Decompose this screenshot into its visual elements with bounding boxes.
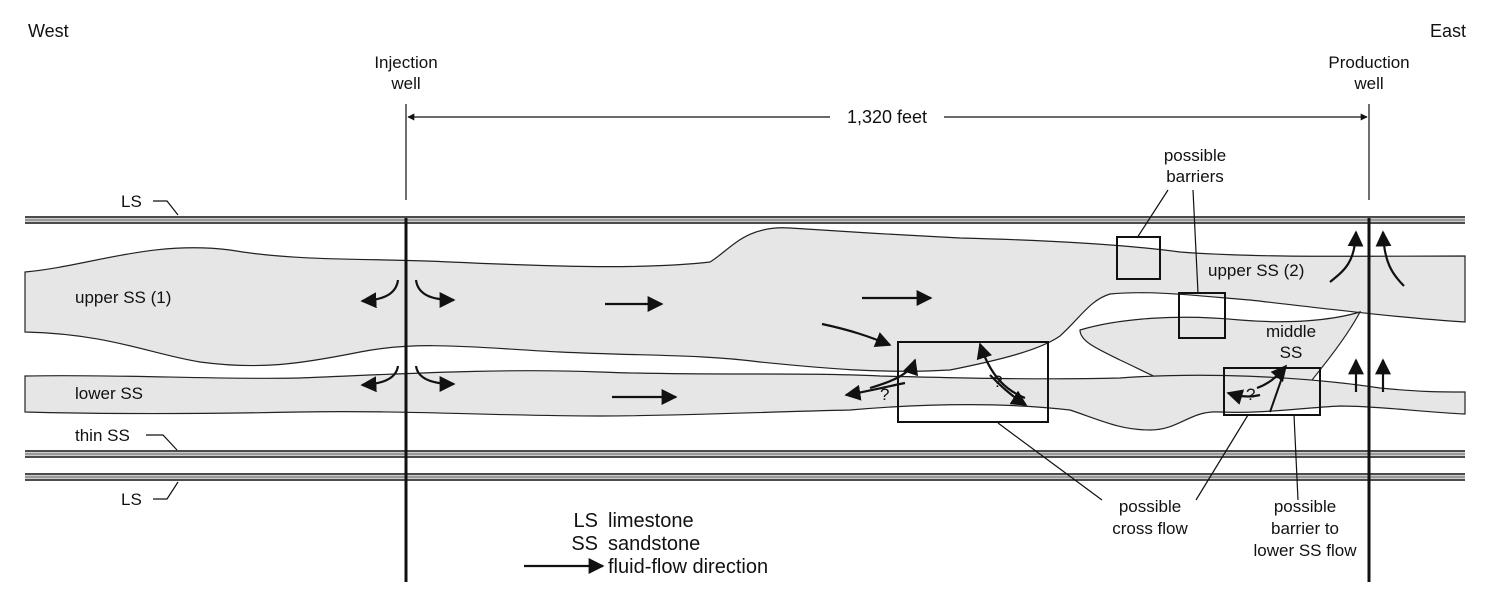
legend: LS limestone SS sandstone fluid-flow dir… bbox=[524, 510, 768, 578]
thin-ss-band bbox=[25, 450, 1465, 458]
cross-flow-label-line2: cross flow bbox=[1112, 519, 1188, 538]
barrier-box-2 bbox=[1178, 292, 1226, 339]
distance-label: 1,320 feet bbox=[847, 107, 927, 127]
barrier-lower-label-line1: possible bbox=[1274, 497, 1336, 516]
ls-bottom-label: LS bbox=[121, 490, 142, 509]
upper-ss-1-label: upper SS (1) bbox=[75, 288, 171, 307]
cross-flow-question-1: ? bbox=[880, 385, 889, 404]
middle-ss-label-line1: middle bbox=[1266, 322, 1316, 341]
ls-bottom-leader bbox=[153, 481, 179, 500]
east-label: East bbox=[1430, 21, 1466, 41]
legend-desc-ss: sandstone bbox=[608, 533, 700, 555]
upper-ss-1-body bbox=[24, 227, 1466, 372]
injection-well-label-line2: well bbox=[390, 74, 420, 93]
lower-ss-label: lower SS bbox=[75, 384, 143, 403]
ls-bottom-band bbox=[25, 473, 1465, 481]
cross-flow-question-2: ? bbox=[993, 372, 1002, 391]
lower-ss-body bbox=[24, 370, 1466, 431]
ls-top-label: LS bbox=[121, 192, 142, 211]
barrier-box-1 bbox=[1116, 236, 1161, 280]
ls-top-leader bbox=[153, 200, 179, 216]
ls-top-band bbox=[25, 216, 1465, 224]
upper-ss-2-label: upper SS (2) bbox=[1208, 261, 1304, 280]
production-flow-arrows bbox=[1329, 230, 1405, 392]
legend-desc-flow: fluid-flow direction bbox=[608, 556, 768, 578]
legend-code-ss: SS bbox=[571, 533, 598, 555]
barrier-lower-label-line3: lower SS flow bbox=[1254, 541, 1358, 560]
production-well-label-line1: Production bbox=[1328, 53, 1409, 72]
barriers-leader-1 bbox=[1136, 189, 1169, 239]
cross-flow-question-3: ? bbox=[1246, 385, 1255, 404]
thin-ss-label: thin SS bbox=[75, 426, 130, 445]
barriers-leader-2 bbox=[1192, 189, 1199, 294]
legend-code-ls: LS bbox=[574, 510, 598, 532]
barrier-lower-label-line2: barrier to bbox=[1271, 519, 1339, 538]
barrier-fault-line bbox=[1269, 371, 1285, 413]
barriers-label-line2: barriers bbox=[1166, 167, 1224, 186]
cross-flow-label-line1: possible bbox=[1119, 497, 1181, 516]
production-well-label-line2: well bbox=[1353, 74, 1383, 93]
upper-ss-2-body bbox=[1079, 311, 1362, 398]
thin-ss-leader bbox=[146, 434, 178, 451]
injection-well-label-line1: Injection bbox=[374, 53, 437, 72]
west-label: West bbox=[28, 21, 69, 41]
cross-flow-leader-1 bbox=[997, 422, 1103, 501]
legend-desc-ls: limestone bbox=[608, 510, 694, 532]
cross-flow-leader-2 bbox=[1195, 414, 1249, 501]
barriers-label-line1: possible bbox=[1164, 146, 1226, 165]
injection-flow-arrows bbox=[360, 279, 456, 393]
barrier-lower-leader bbox=[1293, 414, 1299, 501]
middle-ss-label-line2: SS bbox=[1280, 343, 1303, 362]
cross-flow-arrows bbox=[844, 342, 1288, 406]
cross-flow-box-large bbox=[897, 341, 1049, 423]
lateral-flow-arrows bbox=[605, 290, 933, 405]
